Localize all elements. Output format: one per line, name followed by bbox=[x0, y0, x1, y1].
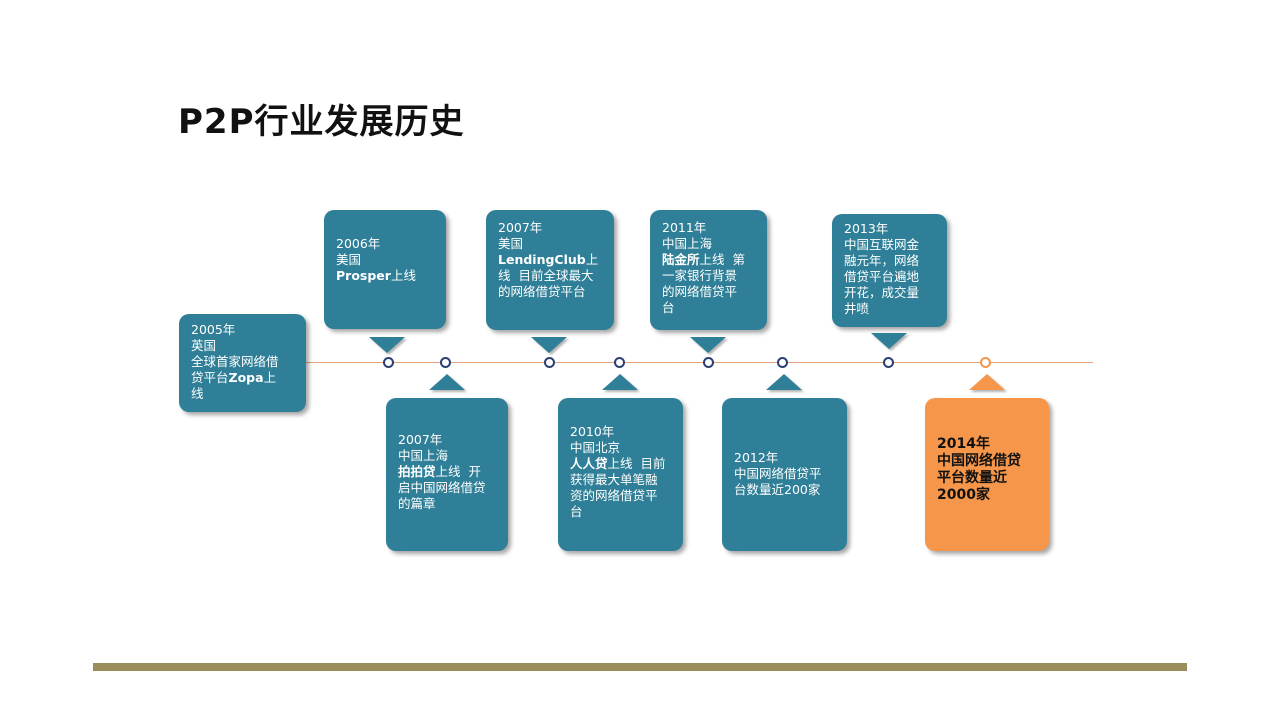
timeline-node-2014 bbox=[980, 357, 991, 368]
pointer-up-2010 bbox=[602, 374, 638, 390]
event-text: 井喷 bbox=[844, 301, 870, 316]
event-text: 中国网络借贷平 bbox=[734, 466, 822, 481]
bottom-bar bbox=[93, 663, 1187, 671]
platform-name: 拍拍贷 bbox=[398, 464, 436, 479]
event-year: 2007年 bbox=[398, 432, 443, 447]
event-card-2007-us: 2007年 美国 LendingClub上 线 目前全球最大 的网络借贷平台 bbox=[486, 210, 614, 330]
event-text: 2000家 bbox=[937, 487, 990, 503]
event-text: 线 目前全球最大 bbox=[498, 268, 594, 283]
event-text: 上线 目前 bbox=[607, 456, 666, 471]
event-text: 上线 开 bbox=[435, 464, 481, 479]
timeline-node-2012 bbox=[777, 357, 788, 368]
platform-name: Prosper bbox=[336, 268, 391, 283]
platform-name: 陆金所 bbox=[662, 252, 700, 267]
pointer-down-2013 bbox=[871, 333, 907, 349]
event-text: 一家银行背景 bbox=[662, 268, 738, 283]
event-card-2010: 2010年 中国北京 人人贷上线 目前 获得最大单笔融 资的网络借贷平 台 bbox=[558, 398, 683, 551]
event-year: 2006年 bbox=[336, 236, 381, 251]
event-text: 中国北京 bbox=[570, 440, 621, 455]
pointer-up-2012 bbox=[766, 374, 802, 390]
event-text: 英国 bbox=[191, 338, 217, 353]
event-text: 获得最大单笔融 bbox=[570, 472, 658, 487]
event-text: 上 bbox=[263, 370, 277, 385]
event-card-2013: 2013年 中国互联网金 融元年，网络 借贷平台遍地 开花，成交量 井喷 bbox=[832, 214, 947, 327]
event-year: 2007年 bbox=[498, 220, 543, 235]
event-card-2012: 2012年 中国网络借贷平 台数量近200家 bbox=[722, 398, 847, 551]
pointer-down-2011 bbox=[690, 337, 726, 353]
event-year: 2005年 bbox=[191, 322, 236, 337]
event-text: 中国上海 bbox=[398, 448, 449, 463]
platform-name: Zopa bbox=[228, 370, 264, 385]
event-text: 启中国网络借贷 bbox=[398, 480, 486, 495]
event-text: 美国 bbox=[498, 236, 524, 251]
event-text: 中国互联网金 bbox=[844, 237, 920, 252]
event-card-2011: 2011年 中国上海 陆金所上线 第 一家银行背景 的网络借贷平 台 bbox=[650, 210, 767, 330]
event-text: 线 bbox=[191, 386, 204, 401]
event-card-2006: 2006年 美国 Prosper上线 bbox=[324, 210, 446, 329]
pointer-down-2007-us bbox=[531, 337, 567, 353]
event-text: 台 bbox=[662, 300, 675, 315]
event-text: 借贷平台遍地 bbox=[844, 269, 920, 284]
event-text: 的网络借贷平 bbox=[662, 284, 738, 299]
event-year: 2013年 bbox=[844, 221, 889, 236]
page-title: P2P行业发展历史 bbox=[178, 102, 465, 142]
event-text: 的篇章 bbox=[398, 496, 436, 511]
event-text: 中国上海 bbox=[662, 236, 713, 251]
event-text: 融元年，网络 bbox=[844, 253, 920, 268]
event-year: 2012年 bbox=[734, 450, 779, 465]
pointer-down-2006 bbox=[369, 337, 405, 353]
timeline-node-2013 bbox=[883, 357, 894, 368]
event-text: 台 bbox=[570, 504, 583, 519]
timeline-line bbox=[305, 362, 1093, 363]
event-text: 中国网络借贷 bbox=[937, 453, 1021, 469]
timeline-node-2007-shanghai bbox=[440, 357, 451, 368]
event-text: 贷平台 bbox=[191, 370, 229, 385]
event-year: 2014年 bbox=[937, 436, 990, 452]
event-text: 开花，成交量 bbox=[844, 285, 920, 300]
event-text: 美国 bbox=[336, 252, 362, 267]
timeline-node-2011 bbox=[703, 357, 714, 368]
event-year: 2010年 bbox=[570, 424, 615, 439]
event-card-2005: 2005年 英国 全球首家网络借 贷平台Zopa上 线 bbox=[179, 314, 306, 412]
event-card-2007-shanghai: 2007年 中国上海 拍拍贷上线 开 启中国网络借贷 的篇章 bbox=[386, 398, 508, 551]
timeline-node-2006 bbox=[383, 357, 394, 368]
event-card-2014: 2014年 中国网络借贷 平台数量近 2000家 bbox=[925, 398, 1049, 551]
timeline-node-2010 bbox=[614, 357, 625, 368]
event-text: 的网络借贷平台 bbox=[498, 284, 586, 299]
event-text: 平台数量近 bbox=[937, 470, 1007, 486]
platform-name: LendingClub bbox=[498, 252, 586, 267]
pointer-up-2007-shanghai bbox=[429, 374, 465, 390]
event-text: 上 bbox=[585, 252, 599, 267]
event-year: 2011年 bbox=[662, 220, 707, 235]
event-text: 全球首家网络借 bbox=[191, 354, 279, 369]
event-text: 上线 bbox=[390, 268, 416, 283]
event-text: 资的网络借贷平 bbox=[570, 488, 658, 503]
platform-name: 人人贷 bbox=[570, 456, 608, 471]
event-text: 上线 第 bbox=[699, 252, 745, 267]
pointer-up-2014 bbox=[969, 374, 1005, 390]
event-text: 台数量近200家 bbox=[734, 482, 821, 497]
timeline-node-2007-us bbox=[544, 357, 555, 368]
